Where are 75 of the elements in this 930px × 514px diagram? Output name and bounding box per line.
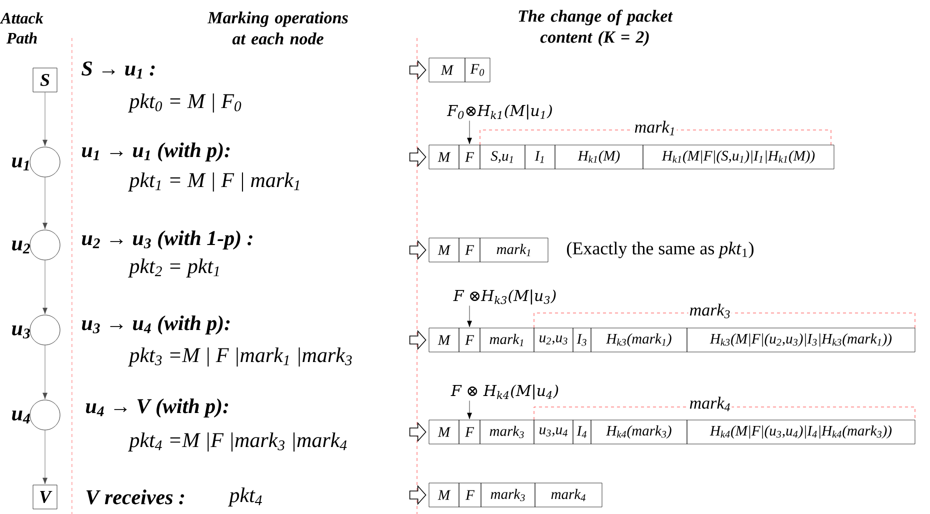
bracket-label: mark$_{4}$ (688, 396, 732, 412)
hollow-arrow (409, 146, 426, 168)
circle-node (30, 400, 60, 430)
operation-formula: pkt$_{4}$ =M |F |mark$_{3}$ |mark$_{4}$ (128, 432, 347, 452)
packet-field: mark$_{3}$ (480, 482, 536, 508)
packet-field: F (458, 420, 480, 444)
arrow (42, 92, 48, 146)
operation-heading: u$_{1}$ → u$_{1}$ (with p): (82, 142, 230, 162)
circle-node (30, 230, 60, 260)
arrow (42, 345, 48, 400)
annotation-text: F ⊗H$_{k3}$(M|u$_{3}$) (453, 290, 556, 304)
note: (Exactly the same as pkt$_{1}$) (566, 242, 754, 258)
box-node: S (32, 68, 58, 92)
packet-field: H$_{k1}$(M|F|(S,u$_{1}$)|I$_{1}$|H$_{k1}$(M)) (642, 144, 834, 170)
packet-field: S,u$_{1}$ (480, 144, 526, 170)
hollow-arrow (409, 60, 426, 80)
arrow (42, 260, 48, 314)
hollow-arrow (409, 240, 426, 260)
box-node: V (32, 484, 58, 510)
column-heading: Attack Path (0, 12, 44, 44)
packet-field: H$_{k3}$(mark$_{1}$) (590, 328, 688, 352)
arrow (467, 306, 472, 328)
packet-field: mark$_{1}$ (480, 238, 548, 262)
operation-formula: pkt$_{0}$ = M | F$_{0}$ (128, 93, 242, 113)
packet-field: H$_{k3}$(M|F|(u$_{2}$,u$_{3}$)|I$_{3}$|H$_{k3}$(mark$_{1}$)) (686, 328, 916, 352)
packet-field: F$_{0}$ (464, 58, 490, 82)
packet-field: u$_{3}$,u$_{4}$ (534, 420, 574, 444)
packet-field: F (458, 328, 480, 352)
packet-field: I$_{3}$ (572, 328, 592, 352)
packet-field: mark$_{4}$ (534, 482, 602, 508)
packet-field: I$_{1}$ (524, 144, 556, 170)
packet-field: mark$_{1}$ (480, 328, 534, 352)
bracket-label: mark$_{3}$ (688, 302, 732, 320)
hollow-arrow (409, 484, 426, 506)
arrow (467, 400, 472, 420)
packet-field: M (428, 482, 460, 508)
circle-node (30, 314, 60, 346)
arrow (42, 177, 48, 230)
packet-field: F (458, 144, 480, 170)
packet-field: M (428, 328, 460, 352)
operation-heading: S → u$_{1}$ : (82, 61, 155, 78)
packet-field: M (428, 58, 466, 82)
packet-field: u$_{2}$,u$_{3}$ (534, 328, 574, 352)
arrow (467, 120, 472, 144)
operation-formula: pkt$_{2}$ = pkt$_{1}$ (128, 258, 219, 278)
packet-field: F (458, 238, 480, 262)
operation-formula: pkt$_{4}$ (228, 487, 262, 506)
packet-field: H$_{k1}$(M) (554, 144, 644, 170)
operation-formula: pkt$_{1}$ = M | F | mark$_{1}$ (128, 172, 300, 192)
packet-field: M (428, 420, 460, 444)
column-heading: Marking operations at each node (207, 12, 348, 44)
operation-formula: pkt$_{3}$ =M | F |mark$_{1}$ |mark$_{3}$ (128, 347, 352, 367)
operation-heading: u$_{2}$ → u$_{3}$ (with 1-p) : (82, 230, 252, 250)
annotation-text: F$_{0}$⊗H$_{k1}$(M|u$_{1}$) (446, 104, 552, 120)
operation-heading: u$_{4}$ → V (with p): (86, 398, 228, 418)
column-heading: The change of packet content (K = 2) (518, 10, 673, 46)
hollow-arrow (409, 330, 426, 350)
node-label: u$_{4}$ (12, 410, 30, 424)
packet-field: H$_{k4}$(mark$_{3}$) (590, 420, 688, 444)
packet-field: I$_{4}$ (572, 420, 592, 444)
annotation-text: F ⊗ H$_{k4}$(M|u$_{4}$) (450, 384, 558, 400)
arrow (42, 430, 48, 484)
packet-field: M (428, 238, 460, 262)
node-label: u$_{1}$ (12, 158, 29, 170)
operation-heading: u$_{3}$ → u$_{4}$ (with p): (82, 315, 230, 335)
packet-field: mark$_{3}$ (480, 420, 534, 444)
packet-field: H$_{k4}$(M|F|(u$_{3}$,u$_{4}$)|I$_{4}$|H$_{k4}$(mark$_{3}$)) (686, 420, 916, 444)
bracket-label: mark$_{1}$ (633, 120, 677, 136)
node-label: u$_{2}$ (12, 240, 30, 254)
circle-node (30, 146, 60, 178)
operation-heading: V receives : (86, 490, 184, 504)
packet-field: M (428, 144, 460, 170)
node-label: u$_{3}$ (12, 326, 30, 338)
packet-field: F (458, 482, 482, 508)
hollow-arrow (409, 422, 426, 442)
